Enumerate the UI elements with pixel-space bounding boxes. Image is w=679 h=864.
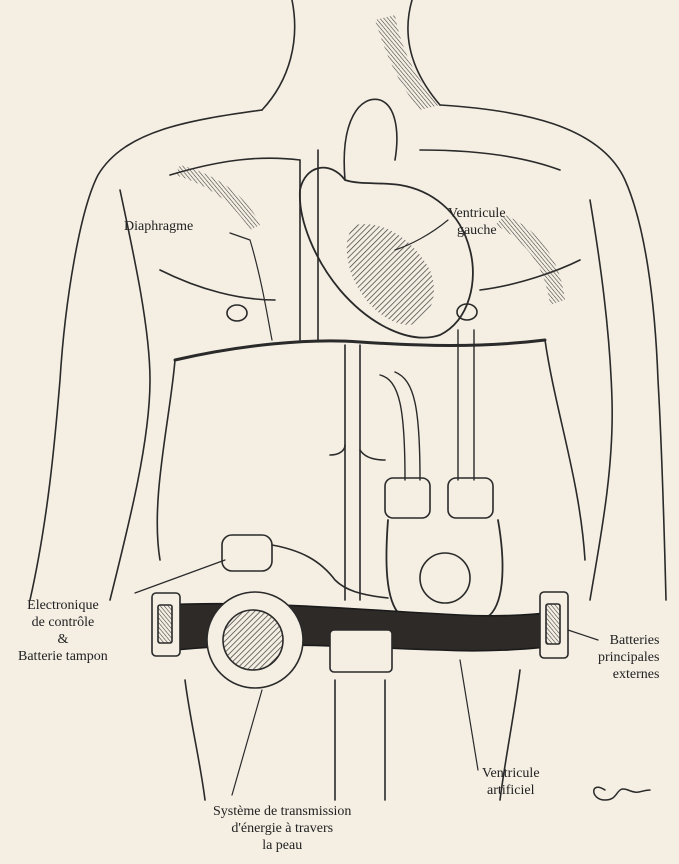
label-diaphragme: Diaphragme <box>124 218 193 235</box>
battery-right-inner <box>546 604 560 644</box>
arm-line-left <box>110 190 150 600</box>
energy-coil-inner <box>223 610 283 670</box>
chest-right <box>480 260 580 290</box>
inflow-tube-left <box>380 372 420 480</box>
arm-line-right <box>590 200 612 600</box>
pump-body <box>386 520 502 626</box>
spinal-vessel <box>345 345 360 600</box>
collarbone-right <box>420 150 560 170</box>
connector-left <box>385 478 430 518</box>
chest-left <box>160 270 275 300</box>
pump-disk <box>420 553 470 603</box>
connector-right <box>448 478 493 518</box>
torso-outline-left <box>30 110 262 600</box>
leg-left <box>185 680 205 800</box>
pointer-ventricule-artificiel <box>460 660 478 770</box>
aortic-arch <box>344 99 397 180</box>
neck-outline-left <box>262 0 295 110</box>
aorta <box>300 150 318 340</box>
waist-right <box>545 340 585 560</box>
diaphragm-pointer <box>230 233 272 340</box>
belt-buckle <box>330 630 392 672</box>
iliac-branch <box>330 445 385 460</box>
label-ventricule-artificiel: Ventricule artificiel <box>482 765 540 799</box>
label-systeme: Système de transmission d'énergie à trav… <box>213 803 351 854</box>
waist-left <box>157 360 175 560</box>
battery-left-inner <box>158 605 172 643</box>
label-ventricule-gauche: Ventricule gauche <box>448 205 506 239</box>
control-unit <box>222 535 272 571</box>
pointer-systeme <box>232 690 262 795</box>
artist-signature <box>594 787 650 800</box>
pointer-electronique <box>135 560 225 593</box>
label-batteries: Batteries principales externes <box>598 632 659 683</box>
pointer-batteries <box>568 630 598 640</box>
nipple-left <box>227 305 247 321</box>
inflow-tube-right <box>458 330 474 480</box>
label-electronique: Electronique de contrôle & Batterie tamp… <box>18 597 108 665</box>
control-cable <box>272 545 388 598</box>
